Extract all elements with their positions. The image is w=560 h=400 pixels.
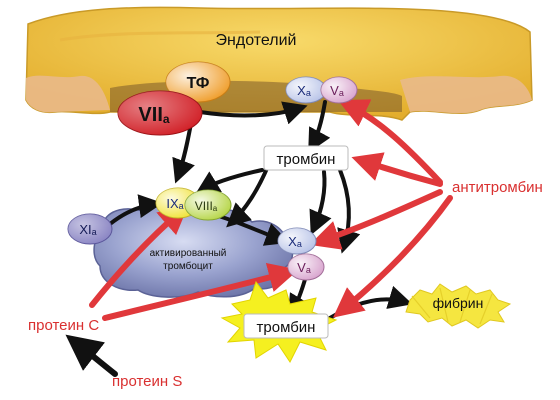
arrow-antithrombin-to-xa-top xyxy=(337,99,443,185)
antithrombin-label: антитромбин xyxy=(452,179,543,196)
fibrin-label: фибрин xyxy=(433,295,484,311)
va-mid-label: V xyxy=(297,260,306,275)
va-mid-factor: Va xyxy=(287,253,325,281)
arrow-thrombin-to-xa-mid xyxy=(309,170,332,236)
va-top-subscript: a xyxy=(339,88,344,98)
arrow-antithrombin-to-xa-mid xyxy=(309,189,443,250)
svg-text:IXa: IXa xyxy=(166,196,183,211)
tf-factor: ТФ xyxy=(165,61,231,103)
xa-top-subscript: a xyxy=(306,88,311,98)
viiia-factor: VIIIa xyxy=(184,189,232,221)
xia-subscript: a xyxy=(92,227,97,237)
va-mid-subscript: a xyxy=(306,265,311,275)
xa-mid-label: X xyxy=(288,234,297,249)
arrow-xia-to-ixa xyxy=(108,194,163,226)
ixa-subscript: a xyxy=(179,201,184,211)
ixa-label: IX xyxy=(166,196,179,211)
thrombin-bottom-label: тромбин xyxy=(257,319,316,336)
svg-text:Xa: Xa xyxy=(297,83,311,98)
va-top-factor: Va xyxy=(320,76,358,104)
va-top-label: V xyxy=(330,83,339,98)
platelet-label-line1: активированный xyxy=(150,248,227,259)
viiia-subscript: a xyxy=(213,204,218,213)
svg-text:XIa: XIa xyxy=(79,222,96,237)
svg-text:Va: Va xyxy=(330,83,344,98)
xa-mid-subscript: a xyxy=(297,239,302,249)
red-arrows xyxy=(89,99,453,321)
viiia-label: VIII xyxy=(195,199,213,213)
xa-mid-factor: Xa xyxy=(277,227,317,255)
tf-label: ТФ xyxy=(187,75,210,92)
platelet-label-line2: тромбоцит xyxy=(163,260,213,272)
svg-text:Xa: Xa xyxy=(288,234,302,249)
protein-s-label: протеин S xyxy=(112,373,182,390)
svg-text:VIIa: VIIa xyxy=(138,104,169,126)
thrombin-top-box: тромбин xyxy=(263,145,349,171)
fibrin-mesh: фибрин xyxy=(405,283,512,329)
xa-top-label: X xyxy=(297,83,306,98)
endothelium-label: Эндотелий xyxy=(216,32,297,49)
arrow-antithrombin-to-thrombin-top xyxy=(351,152,443,187)
xia-factor: XIa xyxy=(67,213,113,245)
arrow-thrombin-to-ixa xyxy=(195,168,264,195)
protein-c-label: протеин С xyxy=(28,317,99,334)
svg-text:Va: Va xyxy=(297,260,311,275)
arrow-protein-s-to-c xyxy=(65,334,118,377)
viia-label: VII xyxy=(138,104,162,126)
arrow-protein-c-to-va xyxy=(102,262,299,321)
svg-text:VIIIa: VIIIa xyxy=(195,199,218,213)
arrow-protein-c-to-viiia xyxy=(89,204,189,308)
xa-top-factor: Xa xyxy=(285,76,327,104)
viia-factor: VIIa xyxy=(117,90,203,136)
arrow-xa-to-thrombin xyxy=(308,100,331,154)
arrow-viia-to-xa xyxy=(198,101,308,125)
arrow-thrombin-to-platelet xyxy=(226,164,270,228)
thrombin-top-label: тромбин xyxy=(277,151,336,168)
endothelium-layer xyxy=(25,6,533,121)
viia-subscript: a xyxy=(163,112,170,126)
xia-label: XI xyxy=(79,222,91,237)
arrow-thrombin-to-va-mid xyxy=(337,168,361,254)
arrow-antithrombin-to-thrombin-bottom xyxy=(332,195,453,318)
thrombin-bottom-star: тромбин xyxy=(220,280,338,363)
